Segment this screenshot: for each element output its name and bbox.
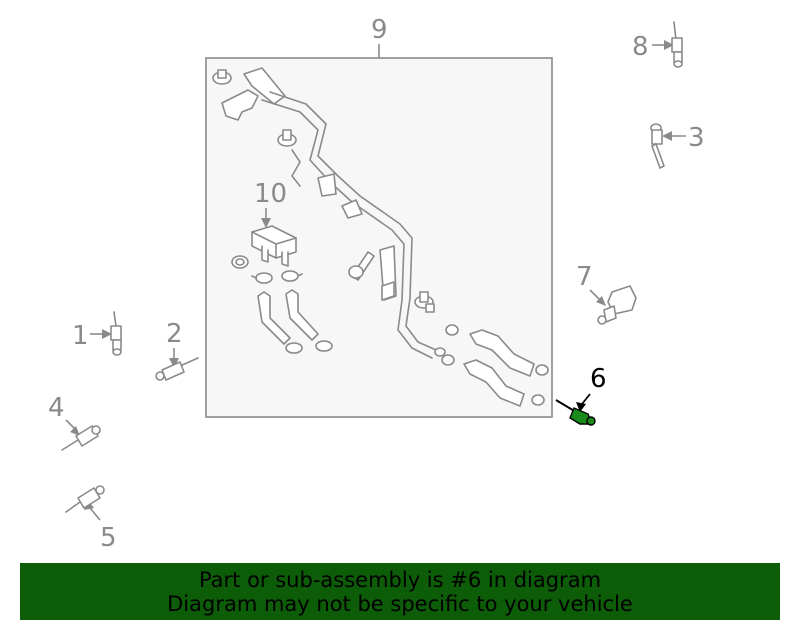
callout-8-group: 8	[632, 21, 683, 68]
clip-a	[317, 173, 337, 197]
clamp-lower-right	[315, 340, 333, 352]
callout-1-group: 1	[72, 311, 122, 356]
tube-branch	[291, 149, 301, 187]
callout-9-label: 9	[371, 15, 388, 45]
info-banner: Part or sub-assembly is #6 in diagram Di…	[20, 563, 780, 620]
clamp-right-end-b	[531, 394, 545, 406]
bolt-middle	[348, 251, 375, 281]
callout-3-label: 3	[688, 123, 705, 153]
tube-main-b	[269, 91, 437, 351]
banner-line-1: Part or sub-assembly is #6 in diagram	[198, 568, 602, 592]
callout-6-leader	[581, 393, 591, 405]
clamp-upper-left	[251, 272, 273, 284]
sensor-8	[671, 21, 683, 68]
sensor-1	[110, 311, 122, 356]
tube-assembly-drawing	[212, 67, 549, 407]
callout-6-arrow	[576, 402, 586, 412]
callout-5-label: 5	[100, 523, 117, 553]
clamp-upper-right	[281, 270, 303, 282]
callout-7-arrow	[596, 296, 606, 306]
sensor-5	[65, 485, 105, 513]
sensor-10	[251, 225, 297, 267]
sensor-7	[597, 285, 637, 325]
callout-3-group: 3	[650, 123, 705, 169]
bolt-right	[414, 291, 435, 313]
hose-left-b	[285, 289, 319, 341]
clamp-center	[434, 347, 446, 357]
clamp-right-top	[445, 324, 459, 336]
callout-6-label: 6	[590, 364, 607, 394]
sensor-3	[650, 123, 665, 169]
nut-left	[231, 255, 249, 269]
parts-diagram: 9	[48, 15, 705, 553]
callout-8-label: 8	[632, 32, 649, 62]
callout-2-arrow	[169, 358, 179, 368]
callout-10-label: 10	[254, 179, 287, 209]
callout-4-arrow	[70, 426, 80, 436]
hose-right-b	[463, 359, 525, 407]
hose-left-a	[257, 291, 291, 345]
callout-10-group: 10	[254, 179, 287, 228]
sensor-2	[155, 357, 199, 381]
sensor-6-highlighted[interactable]	[555, 399, 596, 426]
callout-4-group: 4	[48, 393, 101, 451]
callout-7-group: 7	[576, 262, 637, 325]
bracket-tab	[243, 67, 286, 105]
clamp-right-end-a	[535, 364, 549, 376]
callout-5-leader	[89, 507, 101, 521]
callout-4-label: 4	[48, 393, 65, 423]
tube-main-a	[261, 99, 433, 359]
callout-10-arrow	[261, 218, 271, 228]
callout-5-group: 5	[65, 485, 117, 553]
callout-6-group: 6	[555, 364, 607, 426]
clamp-lower-left	[285, 342, 303, 354]
callout-8-arrow	[664, 40, 674, 50]
banner-line-2: Diagram may not be specific to your vehi…	[167, 592, 633, 616]
callout-3-arrow	[662, 131, 672, 141]
bolt-top-left	[212, 69, 232, 85]
hose-right-a	[469, 329, 535, 377]
sensor-4	[61, 425, 101, 451]
callout-2-group: 2	[155, 319, 199, 381]
callout-7-label: 7	[576, 262, 593, 292]
callout-2-label: 2	[166, 319, 183, 349]
bolt-upper-mid	[277, 129, 297, 147]
clamp-right-mid	[441, 354, 455, 366]
bracket-tab-lower	[381, 281, 395, 301]
upper-bracket	[221, 89, 259, 121]
callout-1-arrow	[102, 329, 112, 339]
callout-1-label: 1	[72, 321, 89, 351]
clip-b	[341, 199, 363, 219]
